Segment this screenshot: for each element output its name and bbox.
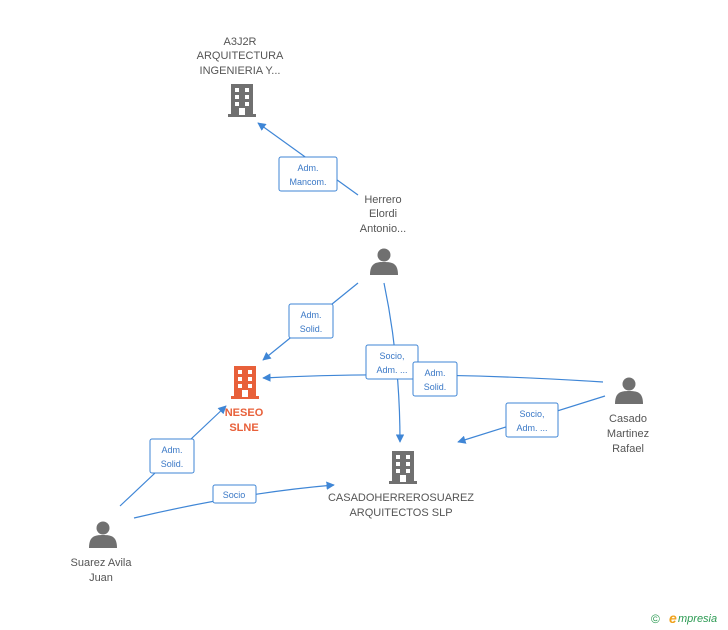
edge-label-line: Mancom. [289, 177, 326, 187]
node-label-line: NESEO [225, 407, 264, 419]
node-label-line: ARQUITECTURA [197, 50, 284, 62]
node-label-line: A3J2R [223, 36, 256, 48]
person-icon [370, 248, 398, 275]
edge-label-line: Socio [223, 490, 246, 500]
edge-label-line: Adm. ... [376, 365, 407, 375]
edge-label-line: Adm. [161, 445, 182, 455]
edge-label-line: Solid. [300, 324, 323, 334]
copyright-symbol: © [651, 612, 660, 626]
node-casado[interactable]: Casado Martinez Rafael [607, 377, 649, 456]
node-a3j2r[interactable]: A3J2R ARQUITECTURA INGENIERIA Y... [197, 36, 284, 117]
edge-label-herrero-neseo[interactable]: Adm. Solid. [288, 303, 334, 339]
edge-label-line: Socio, [379, 351, 404, 361]
node-casadoherrero[interactable]: CASADOHERREROSUAREZ ARQUITECTOS SLP [328, 451, 474, 519]
edge-label-line: Solid. [424, 382, 447, 392]
node-herrero[interactable]: Herrero Elordi Antonio... [360, 194, 406, 275]
person-icon [89, 521, 117, 548]
edge-label-line: Socio, [519, 409, 544, 419]
edge-labels: Adm. Mancom. Adm. Solid. Socio, Adm. ...… [149, 156, 559, 504]
building-icon [389, 451, 417, 484]
brand-logo-letter: e [669, 610, 677, 626]
node-label-line: Rafael [612, 443, 644, 455]
building-icon [231, 366, 259, 399]
edge-label-line: Adm. [424, 368, 445, 378]
node-label-line: Casado [609, 413, 647, 425]
edge-label-line: Adm. [300, 310, 321, 320]
brand-name: mpresia [678, 613, 717, 625]
node-label-line: Suarez Avila [71, 557, 133, 569]
empresia-watermark: © e mpresia [651, 610, 717, 626]
edge-label-line: Adm. [297, 163, 318, 173]
building-icon [228, 84, 256, 117]
node-label-line: Elordi [369, 208, 397, 220]
node-label-line: ARQUITECTOS SLP [349, 507, 452, 519]
node-suarez[interactable]: Suarez Avila Juan [71, 521, 133, 585]
edge-label-suarez-neseo[interactable]: Adm. Solid. [149, 438, 195, 474]
edge-label-herrero-a3j2r[interactable]: Adm. Mancom. [278, 156, 338, 192]
node-label-line: SLNE [229, 422, 258, 434]
edge-label-casado-casadoherrero[interactable]: Socio, Adm. ... [505, 402, 559, 438]
node-label-line: INGENIERIA Y... [200, 65, 281, 77]
node-label-line: CASADOHERREROSUAREZ [328, 492, 474, 504]
person-icon [615, 377, 643, 404]
node-neseo[interactable]: NESEO SLNE [225, 366, 264, 434]
edge-label-line: Solid. [161, 459, 184, 469]
edge-label-herrero-casadoherrero[interactable]: Socio, Adm. ... [365, 344, 419, 380]
node-label-line: Juan [89, 572, 113, 584]
edge-label-casado-neseo[interactable]: Adm. Solid. [412, 361, 458, 397]
node-label-line: Antonio... [360, 223, 406, 235]
edge-label-line: Adm. ... [516, 423, 547, 433]
node-label-line: Martinez [607, 428, 649, 440]
edge-label-suarez-casadoherrero[interactable]: Socio [212, 484, 257, 504]
node-label-line: Herrero [364, 194, 401, 206]
